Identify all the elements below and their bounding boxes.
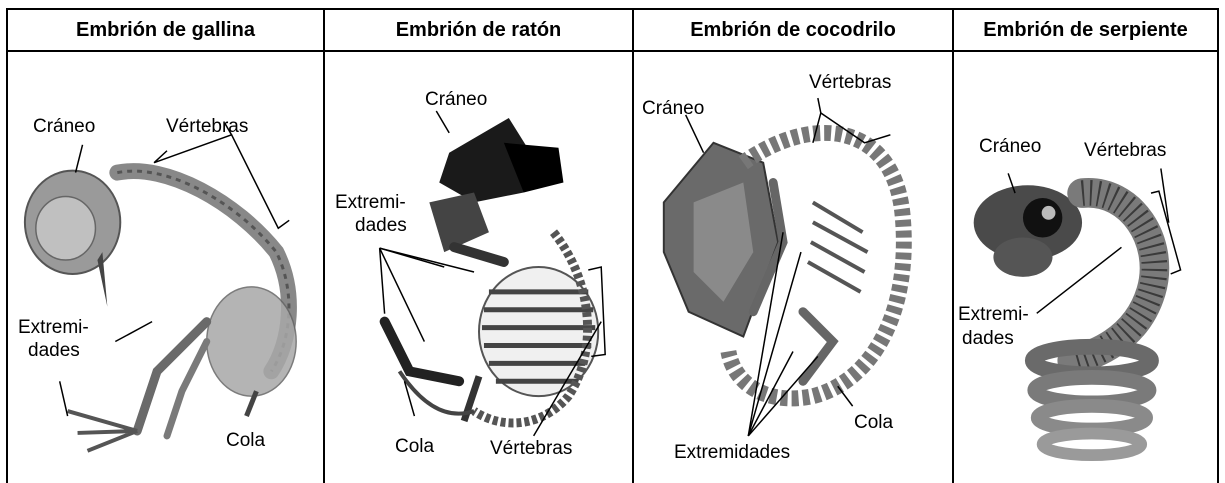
header-chicken: Embrión de gallina (6, 8, 323, 52)
mouse-skull-label: Cráneo (425, 89, 487, 111)
panel-snake: Cráneo Vértebras Extremi- dades (952, 52, 1219, 483)
chicken-limbs-label-1: Extremi- (18, 317, 89, 339)
crocodile-vertebrae-label: Vértebras (809, 72, 891, 94)
crocodile-skull-label: Cráneo (642, 98, 704, 120)
snake-vertebrae-label: Vértebras (1084, 140, 1166, 162)
chicken-limbs-label-2: dades (28, 340, 80, 362)
panel-crocodile: Cráneo Vértebras Extremidades Cola (632, 52, 952, 483)
mouse-limbs-label-1: Extremi- (335, 192, 406, 214)
snake-embryo-image (954, 52, 1217, 483)
chicken-vertebrae-label: Vértebras (166, 116, 248, 138)
chicken-skull-label: Cráneo (33, 116, 95, 138)
snake-skull-label: Cráneo (979, 136, 1041, 158)
mouse-limbs-label-2: dades (355, 215, 407, 237)
header-snake: Embrión de serpiente (952, 8, 1219, 52)
snake-limbs-label-1: Extremi- (958, 304, 1029, 326)
crocodile-limbs-label: Extremidades (674, 442, 790, 464)
header-crocodile: Embrión de cocodrilo (632, 8, 952, 52)
snake-limbs-label-2: dades (962, 328, 1014, 350)
panel-chicken: Cráneo Vértebras Extremi- dades Cola (6, 52, 323, 483)
mouse-embryo-image (325, 52, 632, 483)
mouse-vertebrae-label: Vértebras (490, 438, 572, 460)
crocodile-tail-label: Cola (854, 412, 893, 434)
panel-mouse: Cráneo Extremi- dades Cola Vértebras (323, 52, 632, 483)
header-mouse: Embrión de ratón (323, 8, 632, 52)
comparison-table: Embrión de gallina Embrión de ratón Embr… (6, 8, 1219, 483)
chicken-tail-label: Cola (226, 430, 265, 452)
mouse-tail-label: Cola (395, 436, 434, 458)
